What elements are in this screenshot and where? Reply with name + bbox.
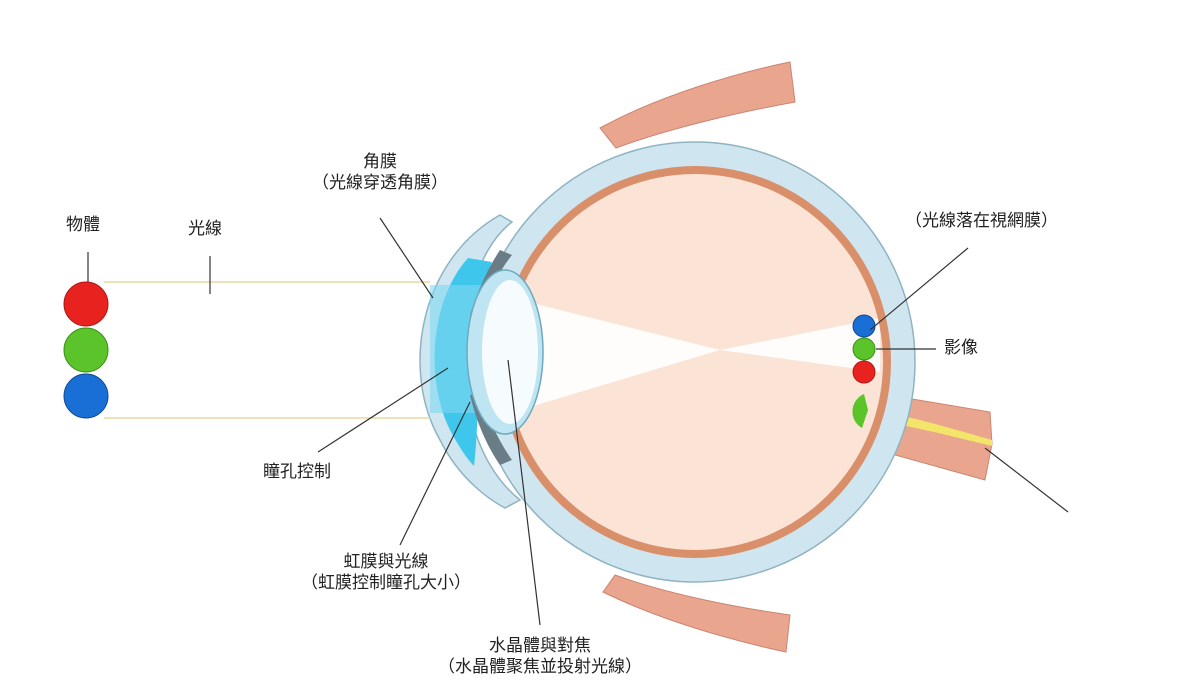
label-object: 物體 — [66, 215, 100, 235]
label-lens: 水晶體與對焦 （水晶體聚焦並投射光線） — [410, 636, 670, 679]
label-cornea-title: 角膜 — [363, 152, 397, 172]
label-image: 影像 — [944, 338, 978, 358]
upper-eye-muscle — [599, 61, 796, 149]
label-iris-title: 虹膜與光線 — [343, 552, 429, 572]
label-lens-sub: （水晶體聚焦並投射光線） — [438, 657, 642, 678]
lens-leader — [507, 359, 541, 626]
image-blue-circle — [852, 314, 876, 338]
lower-eye-muscle — [602, 574, 791, 653]
label-lens-title: 水晶體與對焦 — [489, 636, 591, 656]
iris-leader — [399, 401, 471, 546]
image-green-circle — [852, 337, 876, 361]
cornea-leader — [379, 217, 434, 299]
label-cornea: 角膜 （光線穿透角膜） — [300, 152, 460, 195]
pupil-leader — [317, 367, 449, 453]
object-red-circle — [63, 281, 109, 327]
label-pupil: 瞳孔控制 — [263, 462, 331, 482]
object-green-circle — [63, 327, 109, 373]
label-retina: （光線落在視網膜） — [905, 211, 1058, 231]
optic-nerve-leader — [984, 447, 1069, 513]
label-iris: 虹膜與光線 （虹膜控制瞳孔大小） — [286, 552, 486, 595]
label-light: 光線 — [188, 219, 222, 239]
blind-spot — [852, 394, 868, 428]
light-beam-diverging — [720, 318, 880, 372]
lens-highlight — [482, 280, 538, 424]
image-red-circle — [852, 360, 876, 384]
retina-leader — [869, 247, 969, 331]
object-blue-circle — [63, 373, 109, 419]
eye-inner — [507, 174, 883, 550]
label-cornea-sub: （光線穿透角膜） — [312, 173, 448, 194]
light-beam-converging — [520, 300, 720, 410]
label-iris-sub: （虹膜控制瞳孔大小） — [301, 573, 471, 594]
